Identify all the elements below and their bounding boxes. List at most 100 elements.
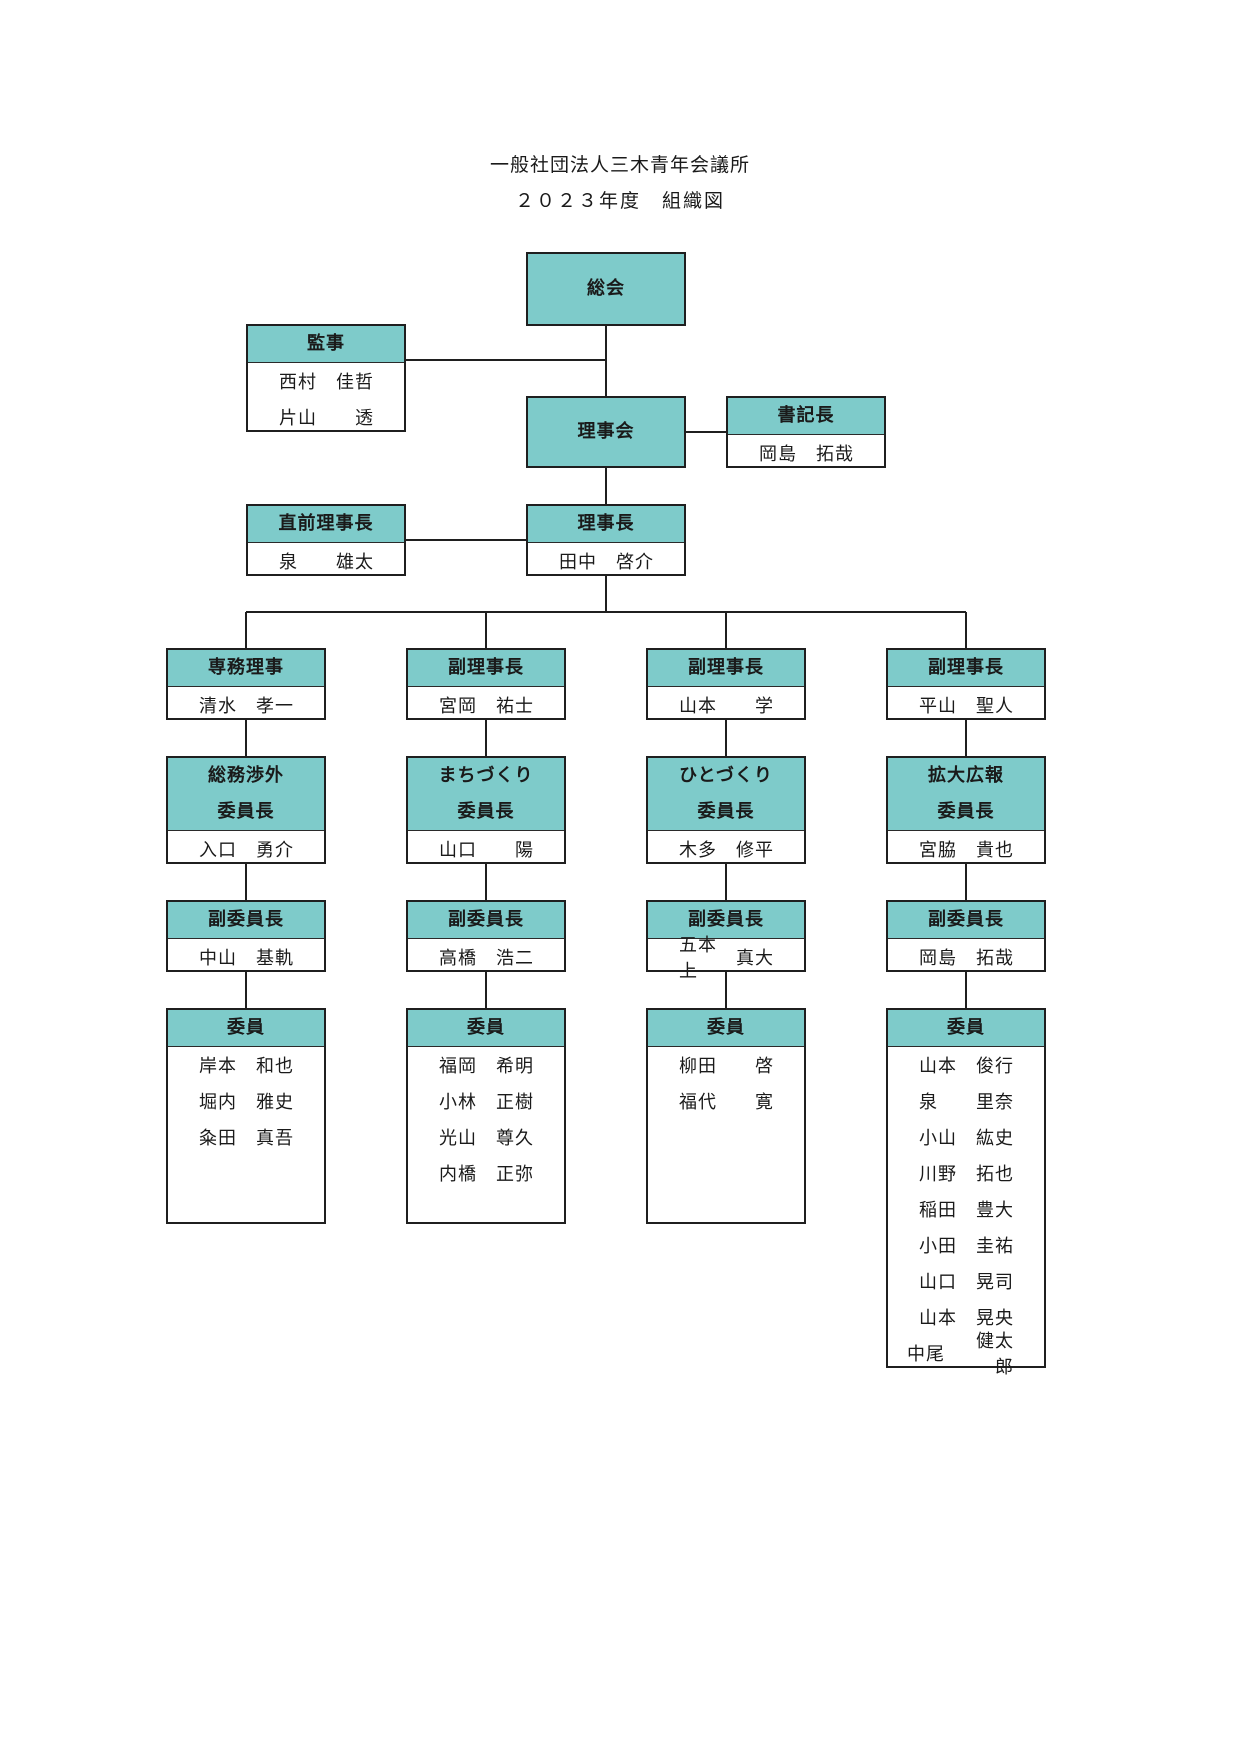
org-name: 一般社団法人三木青年会議所 [489,154,750,176]
member-surname: 山本 [919,1056,957,1077]
committee-chair-box-1: 総務渉外委員長入口勇介 [166,756,326,864]
member-given-name: 基軌 [256,948,294,969]
president-box: 理事長田中啓介 [526,504,686,576]
member-row: 山本俊行 [888,1047,1044,1083]
member-row: 堀内雅史 [168,1083,324,1119]
box-title: 副委員長 [168,902,324,939]
member-surname: 山口 [919,1272,957,1293]
title-line: 委員 [467,1017,505,1038]
chart-title: ２０２３年度 組織図 [514,190,725,212]
member-given-name: 豊大 [976,1200,1014,1221]
member-given-name: 健太郎 [976,1331,1014,1378]
member-row: 中山基軌 [168,939,324,975]
member-row: 泉雄太 [248,543,404,579]
vice-president-box-3: 副理事長平山聖人 [886,648,1046,720]
general-assembly-box: 総会 [526,252,686,326]
auditor-box: 監事西村佳哲片山 透 [246,324,406,432]
committee-members-box-1: 委員岸本和也堀内雅史粂田真吾 [166,1008,326,1224]
committee-members-box-3: 委員柳田啓福代寛 [646,1008,806,1224]
title-line: 総会 [587,278,625,299]
title-line: 副理事長 [688,657,764,678]
member-row: 岡島拓哉 [728,435,884,471]
member-row: 中尾健太郎 [888,1331,1044,1378]
member-surname: 粂田 [199,1128,237,1149]
title-line: 副理事長 [448,657,524,678]
title-line: 直前理事長 [278,513,374,534]
box-title: 書記長 [728,398,884,435]
member-list: 福岡希明小林正樹光山尊久内橋正弥 [408,1047,564,1191]
member-row: 福岡希明 [408,1047,564,1083]
member-list: 木多修平 [648,831,804,867]
secretary-general-box: 書記長岡島拓哉 [726,396,886,468]
member-surname: 光山 [439,1128,477,1149]
member-given-name: 拓哉 [816,444,854,465]
box-title: 副理事長 [888,650,1044,687]
box-title: 副委員長 [888,902,1044,939]
member-surname: 片山 [279,408,317,429]
member-given-name: 透 [355,408,374,429]
box-title: 副委員長 [408,902,564,939]
member-surname: 平山 [919,696,957,717]
title-line: 書記長 [777,405,835,426]
member-row: 小山紘史 [888,1119,1044,1155]
box-title: 理事会 [528,398,684,466]
member-list: 入口勇介 [168,831,324,867]
executive-director-box: 専務理事清水孝一 [166,648,326,720]
box-title: 委員 [168,1010,324,1047]
member-given-name: 紘史 [976,1128,1014,1149]
member-list: 田中啓介 [528,543,684,579]
member-surname: 柳田 [679,1056,717,1077]
member-given-name: 晃司 [976,1272,1014,1293]
member-surname: 岡島 [759,444,797,465]
member-row: 入口勇介 [168,831,324,867]
box-title: 副委員長 [648,902,804,939]
box-title: まちづくり委員長 [408,758,564,831]
member-given-name: 祐士 [496,696,534,717]
title-line: 委員長 [937,801,995,822]
member-surname: 宮脇 [919,840,957,861]
member-row: 山本晃央 [888,1299,1044,1335]
member-list: 岡島拓哉 [888,939,1044,975]
member-given-name: 晃央 [976,1308,1014,1329]
member-given-name: 正樹 [496,1092,534,1113]
title-line: ひとづくり [679,765,773,786]
member-surname: 福岡 [439,1056,477,1077]
title-line: 拡大広報 [928,765,1004,786]
title-line: 総務渉外 [208,765,284,786]
box-title: 総会 [528,254,684,324]
box-title: 直前理事長 [248,506,404,543]
member-given-name: 学 [755,696,774,717]
box-title: 委員 [888,1010,1044,1047]
member-surname: 入口 [199,840,237,861]
member-row: 川野拓也 [888,1155,1044,1191]
title-line: 委員 [707,1017,745,1038]
member-surname: 小田 [919,1236,957,1257]
title-line: 副委員長 [928,909,1004,930]
title-line: 委員長 [457,801,515,822]
vice-chair-box-1: 副委員長中山基軌 [166,900,326,972]
member-row: 小田圭祐 [888,1227,1044,1263]
box-title: 監事 [248,326,404,363]
member-surname: 木多 [679,840,717,861]
member-row: 山口晃司 [888,1263,1044,1299]
member-given-name: 拓也 [976,1164,1014,1185]
member-surname: 泉 [919,1092,938,1113]
committee-chair-box-4: 拡大広報委員長宮脇貴也 [886,756,1046,864]
title-line: 副理事長 [928,657,1004,678]
member-given-name: 拓哉 [976,948,1014,969]
board-of-directors-box: 理事会 [526,396,686,468]
member-surname: 西村 [279,372,317,393]
box-title: 拡大広報委員長 [888,758,1044,831]
member-surname: 五本上 [679,935,717,982]
member-list: 岸本和也堀内雅史粂田真吾 [168,1047,324,1155]
member-row: 西村佳哲 [248,363,404,399]
box-title: 専務理事 [168,650,324,687]
member-surname: 中山 [199,948,237,969]
committee-members-box-4: 委員山本俊行泉里奈小山紘史川野拓也稲田豊大小田圭祐山口晃司山本晃央中尾健太郎 [886,1008,1046,1378]
member-surname: 稲田 [919,1200,957,1221]
member-list: 五本上真大 [648,935,804,982]
member-given-name: 修平 [736,840,774,861]
member-list: 西村佳哲片山 透 [248,363,404,435]
member-list: 清水孝一 [168,687,324,723]
